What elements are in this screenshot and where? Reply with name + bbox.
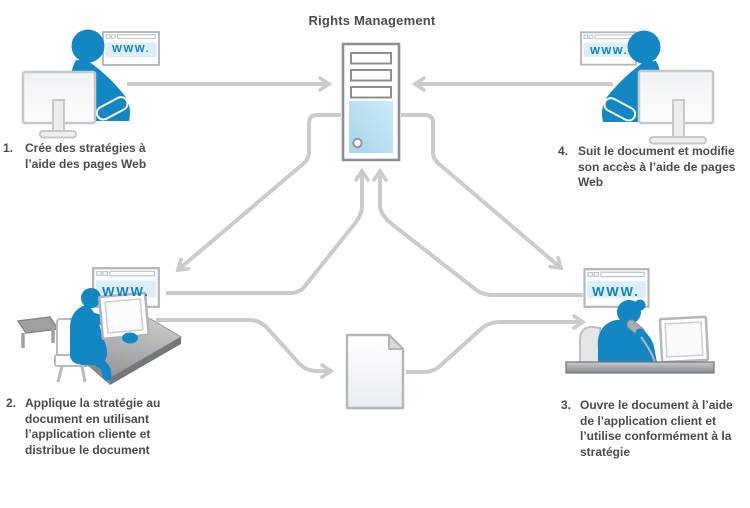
arrow-layer [127, 76, 613, 379]
power-button [352, 137, 363, 149]
browser-url-text: WWW. [592, 284, 640, 299]
user4-at-monitor-icon [580, 30, 715, 145]
arrow-server-to-user3 [401, 113, 564, 271]
hand [122, 332, 138, 344]
browser-url-text: WWW. [590, 45, 628, 57]
monitor-icon [637, 69, 715, 145]
arrow-document-to-user3 [406, 314, 587, 374]
server-slot [350, 86, 392, 99]
monitor-icon [658, 315, 710, 368]
chair-icon [579, 325, 605, 368]
arm [635, 328, 655, 366]
server-icon [341, 42, 401, 162]
user1-at-monitor-icon [21, 29, 160, 139]
step-2-caption: 2. Applique la stratégie au document en … [6, 396, 160, 458]
arrow-server-to-user2 [175, 113, 341, 273]
server-slot [350, 52, 392, 65]
step-1-caption: 1. Crée des stratégies à l’aide des page… [3, 141, 146, 172]
desk-icon [565, 361, 715, 374]
browser-url-text: WWW. [112, 43, 150, 55]
step-3-text: Ouvre le document à l’aide de l’applicat… [580, 398, 733, 459]
step-2-number: 2. [6, 396, 17, 410]
tilted-monitor-icon [98, 291, 150, 341]
arrow-user2-to-server [166, 167, 370, 295]
step-3-number: 3. [561, 398, 572, 412]
step-1-text: Crée des stratégies à l’aide des pages W… [25, 141, 147, 171]
user3-on-phone-icon [565, 268, 715, 374]
diagram-title: Rights Management [308, 13, 436, 28]
side-table-icon [16, 316, 60, 348]
server-slot [350, 69, 392, 82]
monitor-icon [21, 70, 97, 139]
step-2-text: Applique la stratégie au document en uti… [25, 396, 161, 457]
user2-at-desk-icon [16, 267, 182, 385]
browser-url-text: WWW. [102, 284, 150, 299]
step-4-text: Suit le document et modifie son accès à … [578, 144, 736, 189]
step-4-caption: 4. Suit le document et modifie son accès… [558, 144, 735, 191]
step-4-number: 4. [558, 144, 569, 158]
arrow-user2-to-document [156, 318, 335, 379]
document-icon [345, 333, 405, 410]
step-1-number: 1. [3, 141, 14, 155]
arrow-user3-to-server [372, 167, 583, 297]
step-3-caption: 3. Ouvre le document à l’aide de l’appli… [561, 398, 733, 460]
